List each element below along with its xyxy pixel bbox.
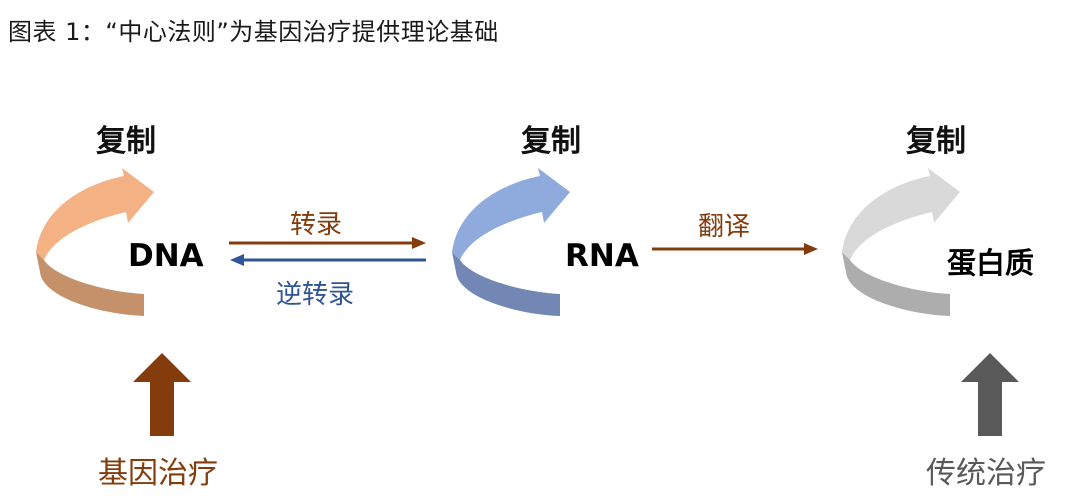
cycle-arrow-bottom (452, 252, 560, 316)
cycle-arrow-top (452, 168, 570, 260)
reverse-transcription-arrow-icon (230, 254, 426, 266)
gene-therapy-label: 基因治疗 (98, 456, 218, 491)
traditional-therapy-label: 传统治疗 (926, 456, 1046, 491)
cycle-arrow-bottom (36, 252, 144, 316)
protein-replication-cycle-icon (842, 168, 960, 316)
rna-label: RNA (565, 238, 639, 274)
cycle-arrow-top (842, 168, 960, 260)
gene-therapy-up-arrow-icon (133, 353, 191, 436)
dna-label: DNA (128, 238, 204, 274)
translation-label: 翻译 (698, 212, 751, 242)
translation-arrow-icon (652, 243, 818, 255)
cycle-arrow-bottom (842, 252, 950, 316)
protein-label: 蛋白质 (947, 246, 1035, 280)
protein-replication-label: 复制 (906, 124, 966, 159)
cycle-arrow-top (36, 168, 154, 260)
transcription-label: 转录 (290, 210, 343, 240)
rna-replication-cycle-icon (452, 168, 570, 316)
rna-replication-label: 复制 (521, 124, 581, 159)
transcription-arrow-icon (229, 237, 426, 249)
reverse-transcription-label: 逆转录 (276, 280, 355, 310)
traditional-therapy-up-arrow-icon (961, 353, 1019, 436)
figure-title: 图表 1：“中心法则”为基因治疗提供理论基础 (8, 18, 499, 46)
dna-replication-cycle-icon (36, 168, 154, 316)
dna-replication-label: 复制 (96, 124, 156, 159)
